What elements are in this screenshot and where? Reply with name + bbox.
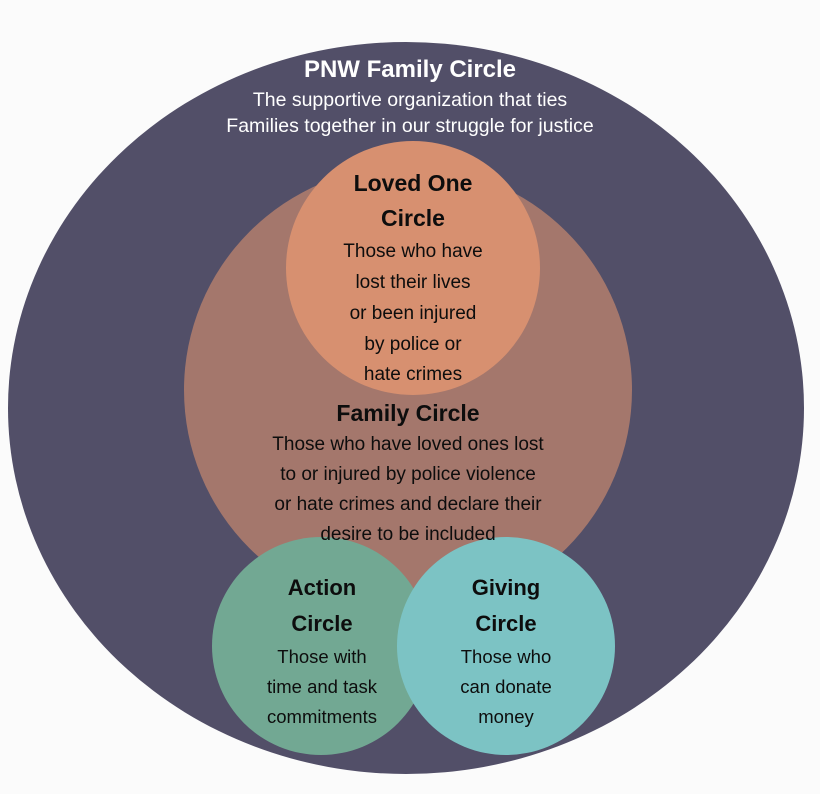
pnw-family-circle-description-line-2: Families together in our struggle for ju… — [226, 115, 594, 138]
giving-circle-description-line-1: Those who — [460, 646, 552, 668]
loved-one-circle-description-line-5: hate crimes — [363, 364, 463, 386]
family-circle-description-line-1: Those who have loved ones lost — [272, 434, 544, 456]
giving-circle-description-line-2: can donate — [460, 676, 552, 697]
action-circle-shape — [212, 537, 430, 755]
family-circle-title: Family Circle — [336, 400, 480, 426]
action-circle-title-line-1: Action — [287, 575, 357, 600]
family-circle-label: Family Circle Those who have loved ones … — [188, 400, 628, 549]
action-circle-description-line-3: commitments — [267, 705, 377, 727]
family-circle-description-line-4: desire to be included — [320, 523, 496, 545]
giving-circle-description-line-3: money — [478, 705, 534, 727]
loved-one-circle-label: Loved One Circle Those who have lost the… — [288, 166, 538, 390]
giving-circle-title-line-2: Circle — [475, 610, 537, 636]
action-circle-title-line-2: Circle — [291, 610, 353, 636]
pnw-family-circle-description-line-1: The supportive organization that ties — [252, 89, 568, 112]
pnw-family-circle-label: PNW Family Circle The supportive organiz… — [110, 56, 710, 140]
loved-one-circle-shape — [286, 141, 540, 395]
action-circle-description-line-2: time and task — [266, 676, 378, 697]
pnw-family-circle-title: PNW Family Circle — [303, 56, 517, 83]
loved-one-circle-title-line-1: Loved One — [353, 170, 473, 196]
loved-one-circle-description-line-2: lost their lives — [355, 271, 471, 293]
giving-circle-title-line-1: Giving — [471, 575, 541, 600]
giving-circle-label: Giving Circle Those who can donate money — [406, 570, 606, 731]
loved-one-circle-description-line-4: by police or — [364, 333, 462, 355]
family-circle-description-line-2: to or injured by police violence — [280, 463, 536, 485]
action-circle-description-line-1: Those with — [277, 646, 367, 668]
loved-one-circle-description-line-1: Those who have — [343, 240, 483, 262]
giving-circle-shape — [397, 537, 615, 755]
loved-one-circle-title-line-2: Circle — [381, 204, 445, 231]
action-circle-label: Action Circle Those with time and task c… — [222, 570, 422, 731]
loved-one-circle-description-line-3: or been injured — [349, 302, 477, 324]
family-circle-description-line-3: or hate crimes and declare their — [274, 493, 542, 515]
